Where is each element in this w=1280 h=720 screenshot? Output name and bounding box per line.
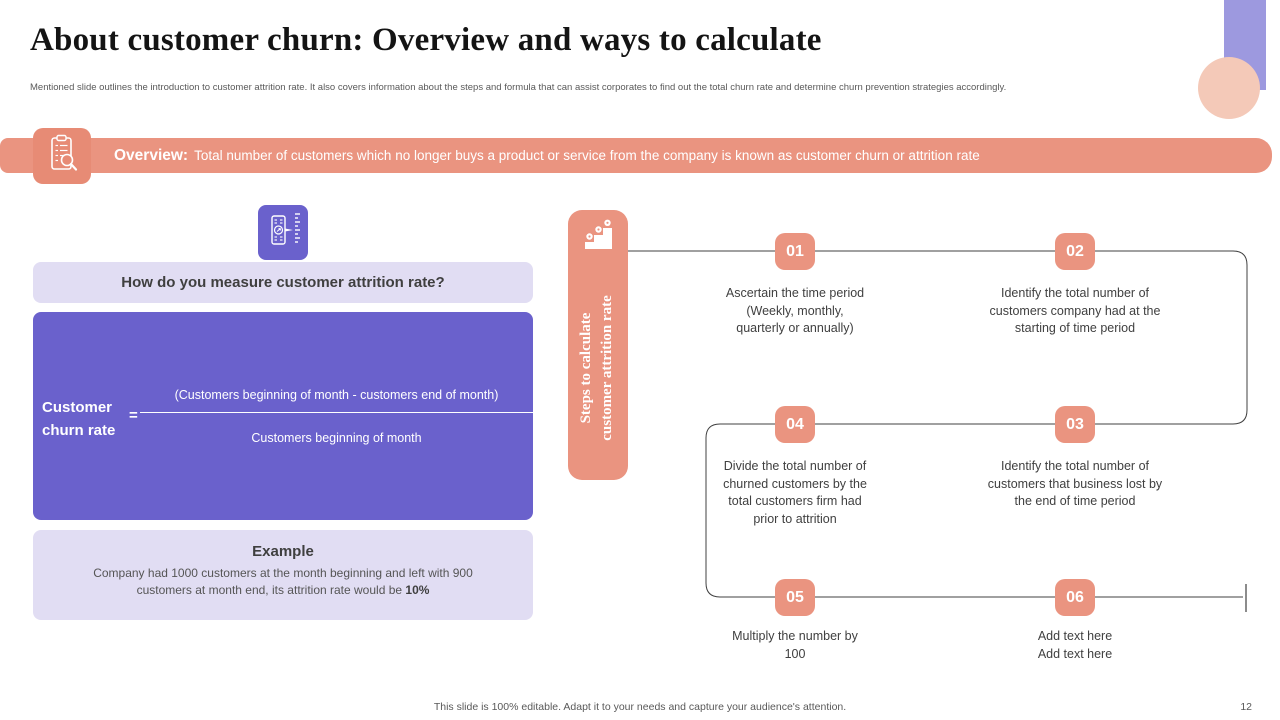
measure-gauge-icon: [262, 208, 304, 257]
decoration-circle: [1198, 57, 1260, 119]
step-badge-03: 03: [1055, 406, 1095, 443]
example-body: Company had 1000 customers at the month …: [46, 565, 520, 598]
steps-tab-label: Steps to calculate customer attrition ra…: [578, 295, 615, 441]
overview-banner-text: Overview: Total number of customers whic…: [114, 138, 1214, 173]
step-badge-05: 05: [775, 579, 815, 616]
step-badge-04: 04: [775, 406, 815, 443]
example-body-text: Company had 1000 customers at the month …: [93, 566, 473, 597]
overview-label: Overview:: [114, 146, 189, 164]
question-box: How do you measure customer attrition ra…: [33, 262, 533, 303]
step-badge-06: 06: [1055, 579, 1095, 616]
formula-label: Customer churn rate: [42, 399, 116, 439]
page-number: 12: [1240, 701, 1252, 713]
clipboard-magnifier-icon: [42, 133, 82, 180]
formula-numerator: (Customers beginning of month - customer…: [174, 388, 499, 402]
formula-denominator: Customers beginning of month: [251, 431, 422, 445]
question-text: How do you measure customer attrition ra…: [121, 274, 445, 291]
page-title: About customer churn: Overview and ways …: [30, 22, 822, 58]
step-text-01: Ascertain the time period (Weekly, month…: [725, 286, 865, 335]
stairs-progress-icon: [578, 218, 618, 259]
formula-box: Customer churn rate = (Customers beginni…: [33, 312, 533, 520]
example-title: Example: [252, 543, 314, 560]
steps-tab: Steps to calculate customer attrition ra…: [568, 210, 628, 480]
overview-body: Total number of customers which no longe…: [194, 148, 980, 163]
formula-fraction-line: [140, 412, 533, 413]
example-box: Example Company had 1000 customers at th…: [33, 530, 533, 620]
overview-icon-box: [33, 128, 91, 184]
step-text-04: Divide the total number of churned custo…: [723, 459, 867, 526]
step-text-06: Add text here Add text here: [1037, 629, 1113, 661]
step-text-05: Multiply the number by 100: [732, 629, 858, 661]
step-badge-02: 02: [1055, 233, 1095, 270]
overview-banner: [0, 138, 1272, 173]
example-highlight: 10%: [405, 582, 430, 597]
measure-tile: [258, 205, 308, 260]
footer-note: This slide is 100% editable. Adapt it to…: [433, 701, 847, 713]
page-subtitle: Mentioned slide outlines the introductio…: [30, 82, 1007, 93]
step-text-02: Identify the total number of customers c…: [989, 286, 1161, 335]
formula-equals-sign: =: [129, 407, 138, 424]
step-badge-01: 01: [775, 233, 815, 270]
step-text-03: Identify the total number of customers t…: [987, 459, 1163, 508]
